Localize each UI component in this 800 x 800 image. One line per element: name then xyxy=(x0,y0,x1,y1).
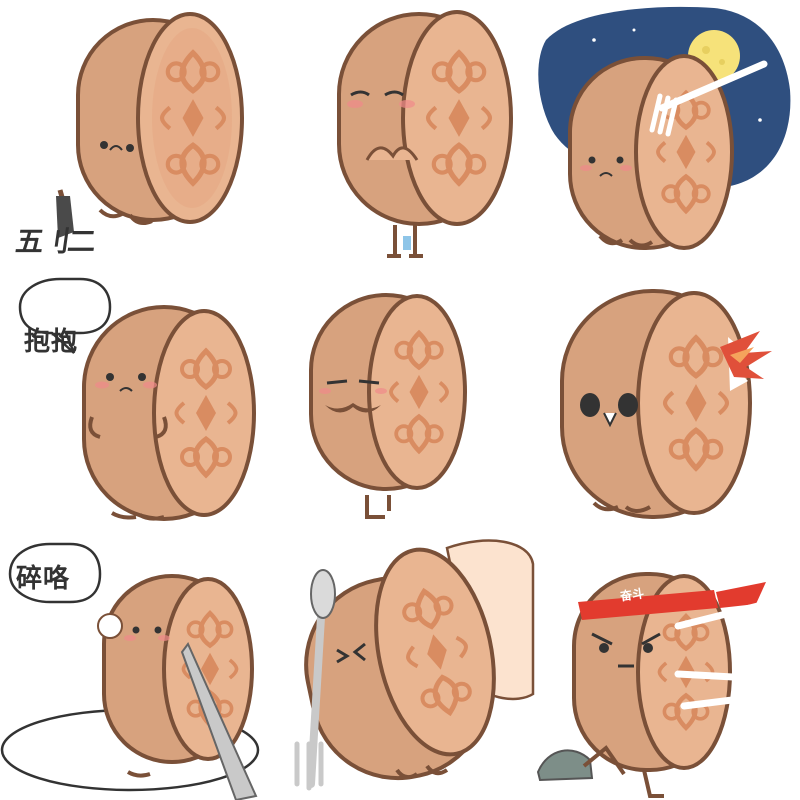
mooncake-fight-illustration xyxy=(536,572,792,798)
mooncake-bitten-illustration xyxy=(560,289,772,519)
mooncake-hug-illustration xyxy=(18,277,256,521)
mooncake-shy-illustration xyxy=(337,10,513,258)
mooncake-cut-illustration xyxy=(0,542,260,800)
speech-bubble-hug xyxy=(18,277,112,354)
speech-bubble-broken xyxy=(8,542,102,604)
sticker-mooncake-bitten-burning xyxy=(534,267,800,533)
mooncake-mustache-illustration xyxy=(309,293,467,519)
sticker-mooncake-mustache xyxy=(267,267,533,533)
caption-broken: 碎咯 xyxy=(16,564,71,594)
mooncake-held-illustration xyxy=(294,539,535,791)
sticker-mooncake-shy-clasped-hands xyxy=(267,0,533,266)
sticker-mooncake-being-cut: 碎咯 xyxy=(0,534,266,800)
sticker-mooncake-with-axe: 五刂二 xyxy=(0,0,266,266)
sticker-mooncake-fighting-headband: 奋斗 xyxy=(534,534,800,800)
caption-hug: 抱抱 xyxy=(24,327,79,357)
sticker-mooncake-held-with-fork xyxy=(267,534,535,800)
sticker-mooncake-hug-request: 抱抱 xyxy=(0,267,266,533)
caption-axe: 五刂二 xyxy=(13,225,97,258)
mooncake-axe-illustration xyxy=(56,12,244,238)
caption-headband: 奋斗 xyxy=(619,586,645,604)
sticker-mooncake-forked-under-moon xyxy=(534,0,800,266)
mooncake-moon-illustration xyxy=(538,6,791,250)
